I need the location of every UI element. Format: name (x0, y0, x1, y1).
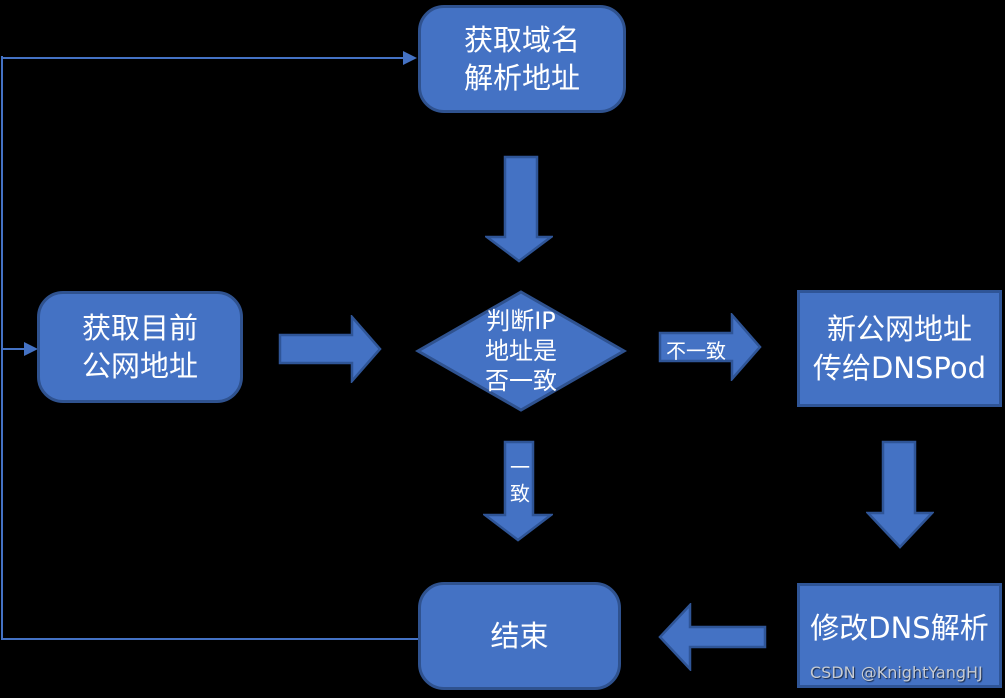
arrow-match-icon (483, 440, 553, 542)
node-label: 公网地址 (81, 349, 198, 383)
node-label: 结束 (490, 618, 549, 653)
node-label: 地址是 (485, 337, 557, 365)
node-get-current-public-ip: 获取目前 公网地址 (37, 291, 243, 403)
arrow-modify-to-end-icon (658, 603, 767, 671)
loop-line-bottom (1, 638, 418, 640)
edge-label-not-match: 不一致 (666, 339, 726, 363)
arrowhead-into-left-node-icon (24, 342, 38, 356)
node-get-domain-resolution: 获取域名 解析地址 (418, 5, 626, 113)
loop-line-branch-left (1, 348, 25, 350)
node-modify-dns-resolution: 修改DNS解析 (797, 583, 1002, 688)
node-send-new-ip-to-dnspod: 新公网地址 传给DNSPod (797, 290, 1002, 407)
node-label: 获取域名 (463, 22, 580, 57)
node-end: 结束 (418, 582, 621, 690)
node-label: 修改DNS解析 (810, 611, 989, 646)
arrowhead-into-top-node-icon (403, 51, 417, 65)
edge-label-match: 一致 (506, 457, 531, 509)
node-label: 判断IP (486, 307, 556, 335)
node-label: 否一致 (485, 367, 557, 395)
decision-diamond-shape (415, 290, 627, 412)
node-label: 获取目前 (81, 310, 198, 345)
node-check-ip-match: 判断IP 地址是 否一致 (415, 289, 627, 413)
loop-line-top (1, 57, 404, 59)
node-label: 新公网地址 (826, 312, 972, 347)
watermark-text: CSDN @KnightYangHJ (810, 663, 983, 682)
arrow-right-down-icon (866, 440, 934, 549)
arrow-not-match-icon (658, 313, 762, 381)
arrow-left-to-diamond-icon (278, 315, 382, 383)
arrow-top-to-diamond-icon (485, 155, 553, 263)
node-label: 传给DNSPod (812, 350, 987, 385)
node-label: 解析地址 (463, 61, 580, 95)
